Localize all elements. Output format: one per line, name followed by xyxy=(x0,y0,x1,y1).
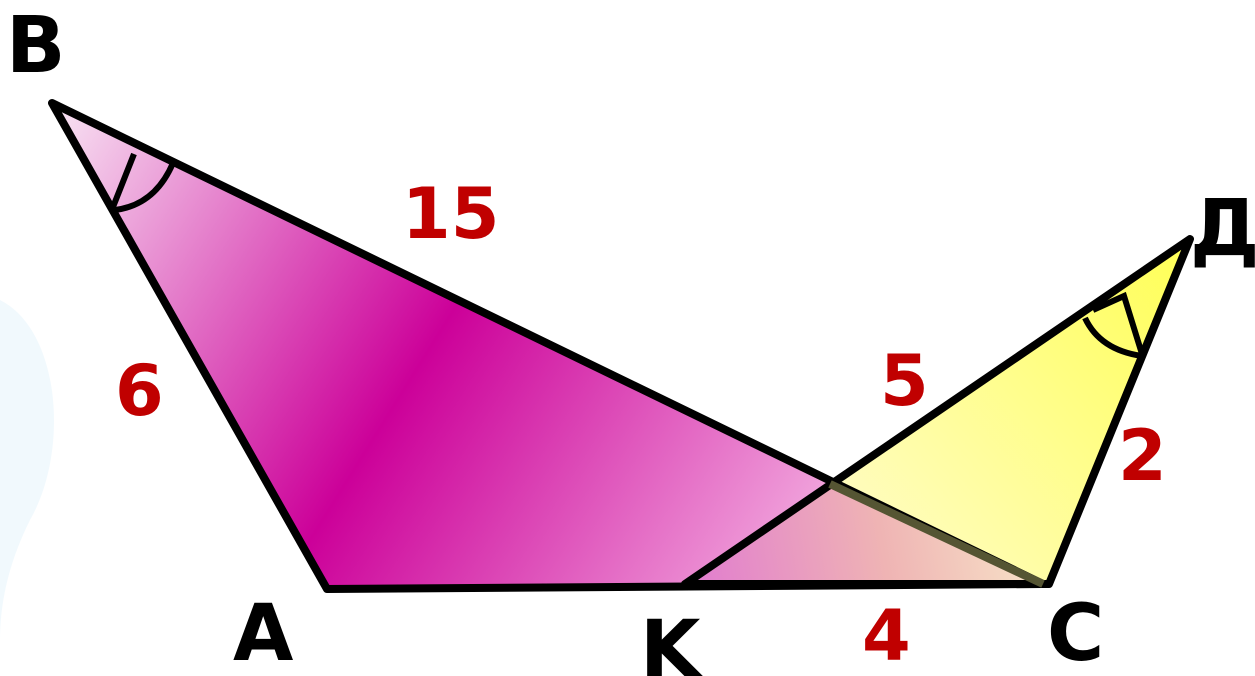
overlap-region xyxy=(685,484,1043,584)
vertex-label-b: B xyxy=(6,1,65,91)
angle-arc-d-inner xyxy=(1091,291,1145,355)
angle-arc-b-inner xyxy=(110,152,137,209)
vertex-label-a: A xyxy=(233,589,293,676)
background-watermark-shape xyxy=(0,300,55,640)
angle-arc-b-outer xyxy=(114,161,176,213)
length-label-kd: 5 xyxy=(880,340,929,422)
triangle-kdc-outline xyxy=(681,235,1194,588)
vertex-label-k: K xyxy=(640,605,703,676)
length-label-ab: 6 xyxy=(115,350,164,432)
segment-bc-in-overlap xyxy=(828,480,1045,588)
vertex-label-d: Д xyxy=(1190,184,1255,274)
angle-arc-d-outer xyxy=(1082,316,1143,359)
length-label-kc: 4 xyxy=(862,595,911,676)
length-label-dc: 2 xyxy=(1118,415,1167,497)
length-label-bc: 15 xyxy=(402,173,499,255)
vertex-label-c: C xyxy=(1047,589,1104,676)
